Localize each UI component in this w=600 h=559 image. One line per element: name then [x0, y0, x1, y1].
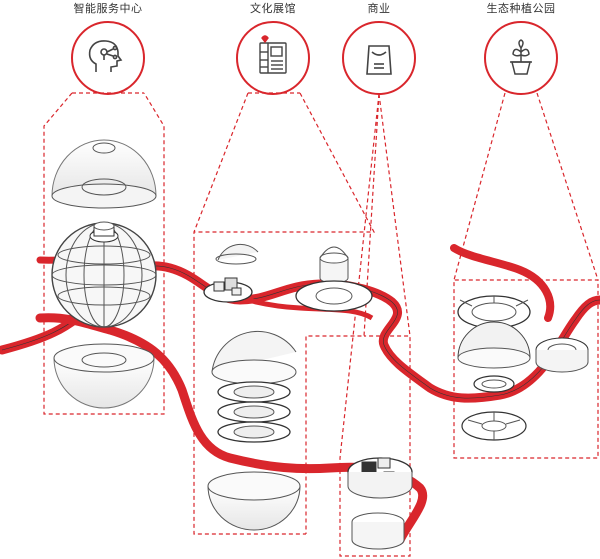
- label-culture: 文化展馆: [250, 2, 296, 15]
- label-commerce: 商业: [367, 2, 391, 15]
- label-eco-park: 生态种植公园: [486, 2, 556, 15]
- shopping-bag-icon: [366, 45, 392, 75]
- label-smart-service: 智能服务中心: [73, 2, 143, 15]
- potted-plant-icon: [510, 39, 532, 75]
- smart-service-building: [51, 139, 157, 409]
- icon-circle-smart-service: [71, 21, 145, 95]
- icon-circle-commerce: [342, 21, 416, 95]
- icon-circle-eco-park: [484, 21, 558, 95]
- callout-dashed-lines: [43, 92, 599, 557]
- exhibition-board-icon: [259, 35, 287, 74]
- culture-building: [203, 243, 373, 531]
- ai-head-icon: [88, 40, 123, 72]
- eco-park-building: [457, 295, 589, 441]
- icon-circle-culture: [236, 21, 310, 95]
- commerce-building: [347, 457, 413, 550]
